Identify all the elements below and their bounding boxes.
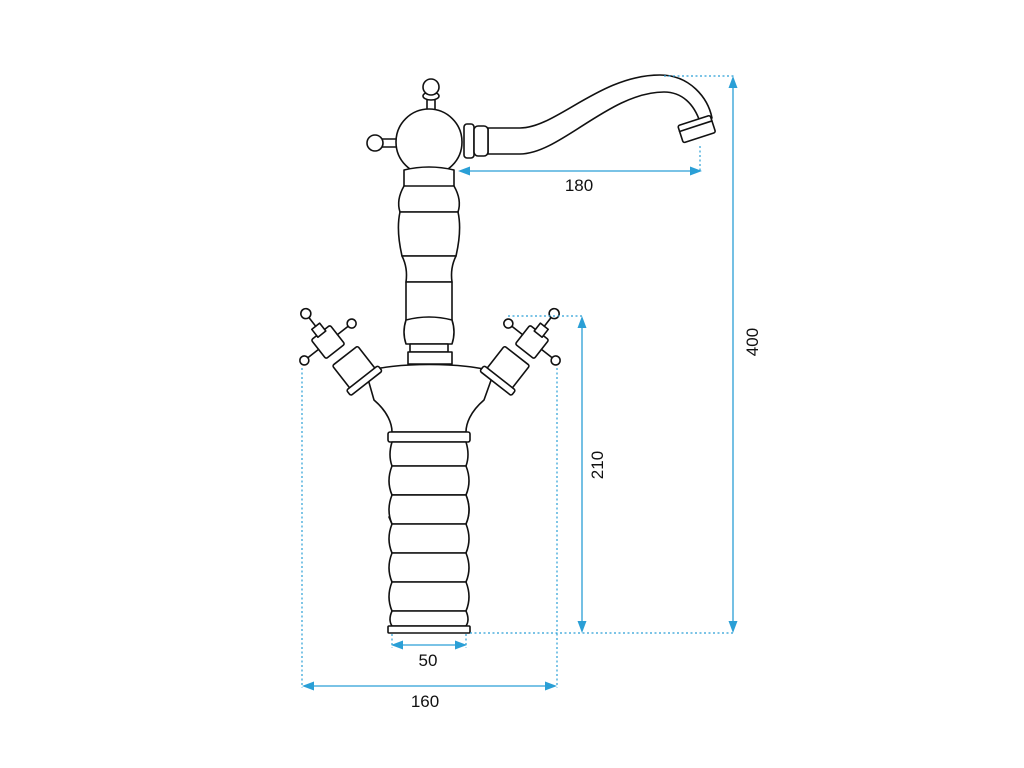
mixer-head: [395, 108, 463, 176]
dimension-base-diameter: 50: [391, 634, 467, 670]
lower-base: [387, 431, 471, 634]
right-cross-handle: [503, 307, 561, 366]
valve-body: [332, 345, 530, 433]
right-valve: [479, 345, 530, 396]
left-valve: [332, 345, 383, 396]
faucet-outline: [299, 74, 716, 634]
dimension-label-160: 160: [411, 692, 439, 711]
dimension-spout-reach: 180: [458, 146, 702, 195]
side-lever-knob: [366, 134, 399, 152]
spout-aerator: [677, 114, 716, 144]
upper-column: [397, 166, 461, 365]
dimension-total-height: 400: [470, 75, 762, 634]
spout: [463, 74, 716, 159]
top-lever-knob: [422, 78, 440, 113]
dimension-label-400: 400: [743, 328, 762, 356]
dimension-label-210: 210: [588, 451, 607, 479]
dimension-label-180: 180: [565, 176, 593, 195]
left-cross-handle: [299, 307, 357, 366]
dimension-body-height: 210: [508, 315, 607, 633]
dimension-label-50: 50: [419, 651, 438, 670]
dimension-handle-span: 160: [301, 368, 558, 711]
